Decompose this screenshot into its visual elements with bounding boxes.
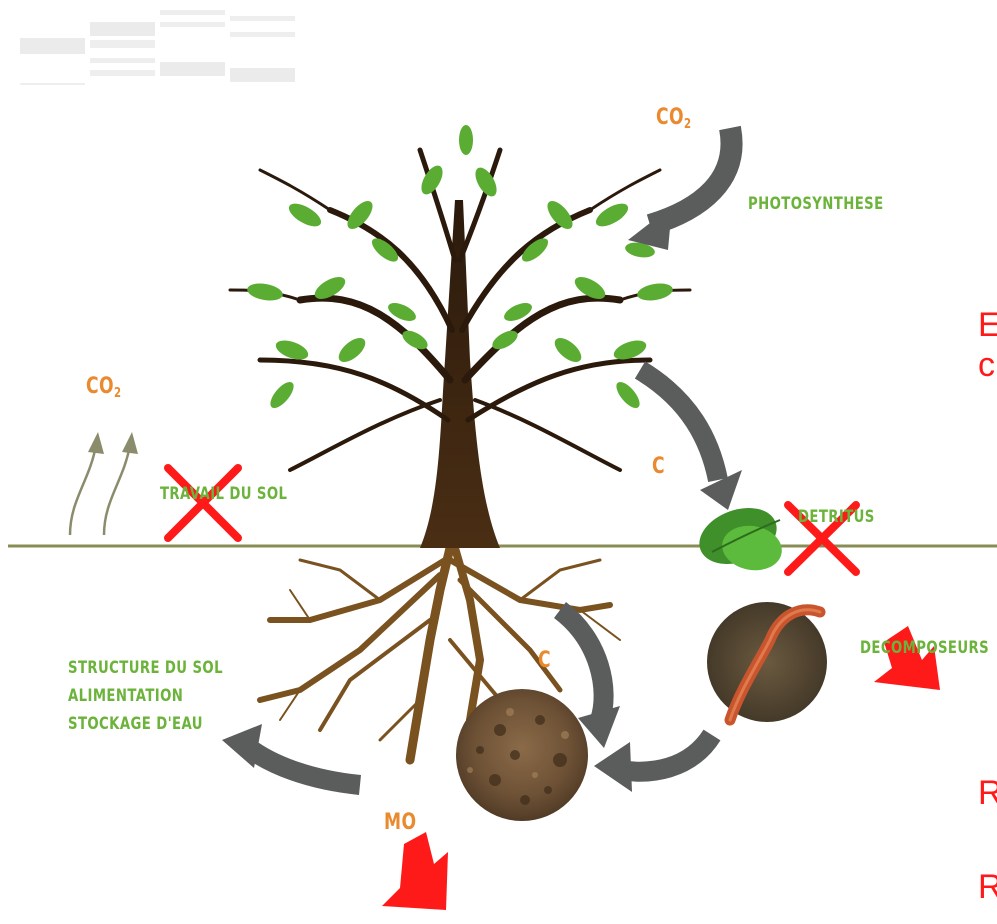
- decrease-arrow-decomposers: [874, 626, 940, 690]
- faded-logo: [20, 10, 295, 85]
- decrease-arrow-mo: [382, 832, 448, 910]
- annotation-line-3: R: [978, 774, 997, 813]
- soil-to-structure-arrow: [245, 745, 360, 785]
- carbon-label-lower: C: [538, 648, 551, 673]
- co2-left-label: CO2: [86, 374, 121, 401]
- co2-emission-arrows: [70, 432, 138, 535]
- photosynthese-label: PHOTOSYNTHESE: [748, 194, 884, 214]
- roots-to-soil-arrow: [560, 610, 604, 720]
- mo-label: MO: [384, 810, 416, 835]
- travail-du-sol-label: TRAVAIL DU SOL: [160, 484, 287, 504]
- decomposeurs-label: DECOMPOSEURS: [860, 638, 989, 658]
- organic-matter-soil-icon: [456, 689, 588, 821]
- annotation-line-4: R: [978, 868, 997, 907]
- detritus-label: DETRITUS: [798, 507, 875, 527]
- stockage-eau-label: STOCKAGE D'EAU: [68, 714, 203, 734]
- detritus-leaf-icon: [692, 498, 786, 575]
- carbon-label-upper: C: [652, 454, 665, 479]
- annotation-line-1: E: [978, 306, 997, 345]
- decomposers-to-soil-arrow: [620, 735, 712, 772]
- decomposer-worm-icon: [707, 602, 827, 722]
- structure-du-sol-label: STRUCTURE DU SOL: [68, 658, 223, 678]
- co2-top-label: CO2: [656, 105, 691, 132]
- alimentation-label: ALIMENTATION: [68, 686, 183, 706]
- annotation-line-2: c: [978, 346, 995, 385]
- co2-to-tree-arrow: [650, 128, 732, 225]
